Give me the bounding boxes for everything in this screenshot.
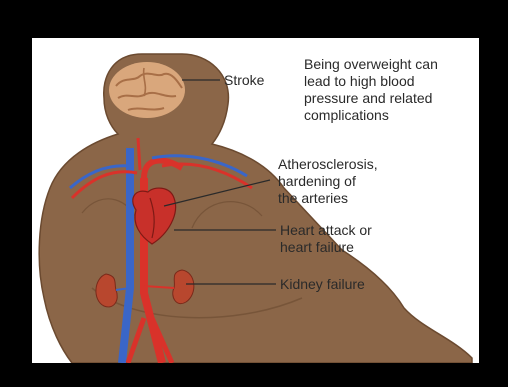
artery-neck — [138, 138, 140, 170]
heart-failure-label: Heart attack or heart failure — [280, 222, 372, 256]
illustration-panel: Being overweight can lead to high blood … — [32, 38, 479, 363]
kidney-left — [96, 274, 117, 307]
atherosclerosis-label: Atherosclerosis, hardening of the arteri… — [278, 156, 378, 207]
stroke-label: Stroke — [224, 72, 264, 89]
kidney-failure-label: Kidney failure — [280, 276, 365, 293]
brain-illustration — [109, 62, 185, 118]
caption-text: Being overweight can lead to high blood … — [304, 56, 479, 124]
